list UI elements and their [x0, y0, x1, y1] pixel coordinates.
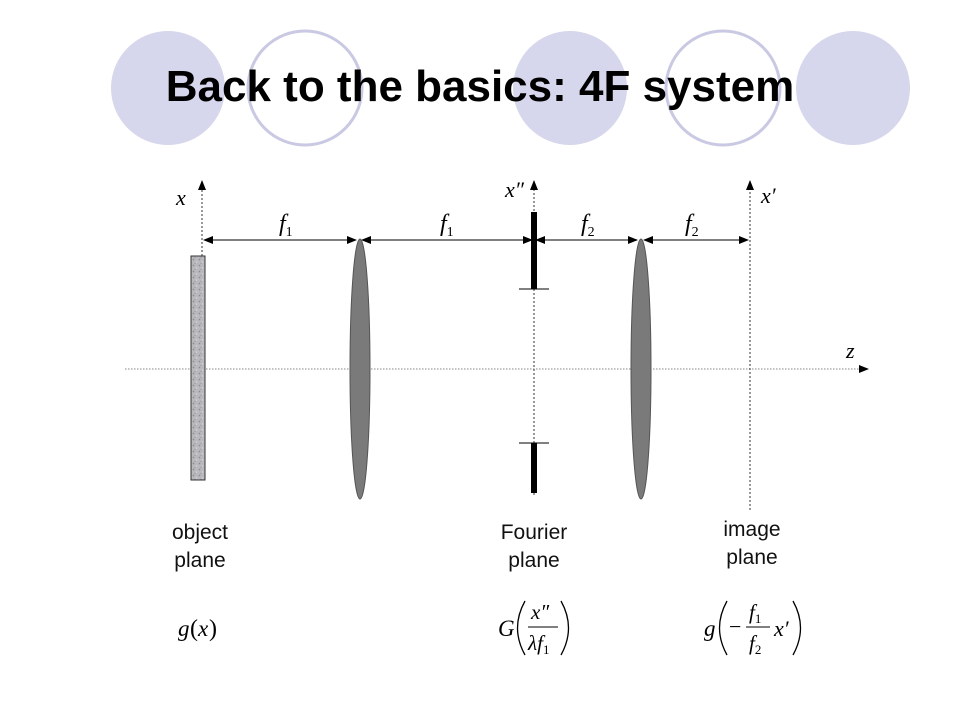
image-formula-lparen — [718, 600, 728, 656]
image-formula: g − f1 f2 x′ — [704, 600, 802, 657]
image-formula-num: f1 — [749, 600, 761, 626]
image-formula-minus: − — [729, 614, 741, 639]
object-formula-fn: g — [178, 616, 190, 641]
circle-filled-2 — [513, 31, 627, 145]
fourier-formula-fn: G — [498, 616, 515, 641]
image-formula-rparen — [792, 600, 802, 656]
lens-1 — [349, 238, 371, 500]
circle-filled-3 — [796, 31, 910, 145]
object-plane-label-line2: plane — [174, 549, 225, 572]
circle-outline-2 — [664, 29, 782, 147]
distance-label-1: f1 — [279, 211, 293, 240]
object-plane-label-line1: object — [172, 521, 228, 544]
decorative-circles — [111, 29, 910, 147]
fourier-formula-lparen — [516, 600, 526, 656]
distance-label-2: f1 — [440, 211, 454, 240]
distance-label-4: f2 — [685, 211, 699, 240]
image-formula-den: f2 — [749, 631, 761, 657]
slide-title: Back to the basics: 4F system — [165, 62, 795, 111]
image-plane-label-line2: plane — [726, 546, 777, 569]
aperture-bottom-bar — [531, 443, 537, 493]
image-formula-arg: x′ — [773, 616, 790, 641]
circle-filled-1 — [111, 31, 225, 145]
fourier-formula-den: λf1 — [527, 631, 549, 657]
fourier-axis-label: x″ — [504, 177, 525, 202]
z-axis-label: z — [845, 338, 855, 363]
object-formula-arg: x — [197, 616, 209, 641]
object-axis-label: x — [175, 185, 186, 210]
fourier-formula: G x″ λf1 — [498, 600, 570, 657]
aperture-top-bar — [531, 212, 537, 289]
object-slab — [190, 255, 206, 481]
circle-outline-1 — [246, 29, 364, 147]
object-formula-lparen: ( — [190, 616, 198, 642]
object-formula-rparen: ) — [209, 616, 217, 642]
image-formula-fn: g — [704, 616, 716, 641]
fourier-formula-num: x″ — [530, 600, 549, 624]
object-formula: g ( x ) — [178, 616, 217, 642]
fourier-formula-rparen — [560, 600, 570, 656]
fourier-plane-label-line2: plane — [508, 549, 559, 572]
image-axis-label: x′ — [760, 183, 777, 208]
lens-2 — [630, 238, 652, 500]
fourier-plane-label-line1: Fourier — [501, 521, 568, 544]
distance-label-3: f2 — [581, 211, 595, 240]
image-plane-label-line1: image — [723, 518, 780, 541]
